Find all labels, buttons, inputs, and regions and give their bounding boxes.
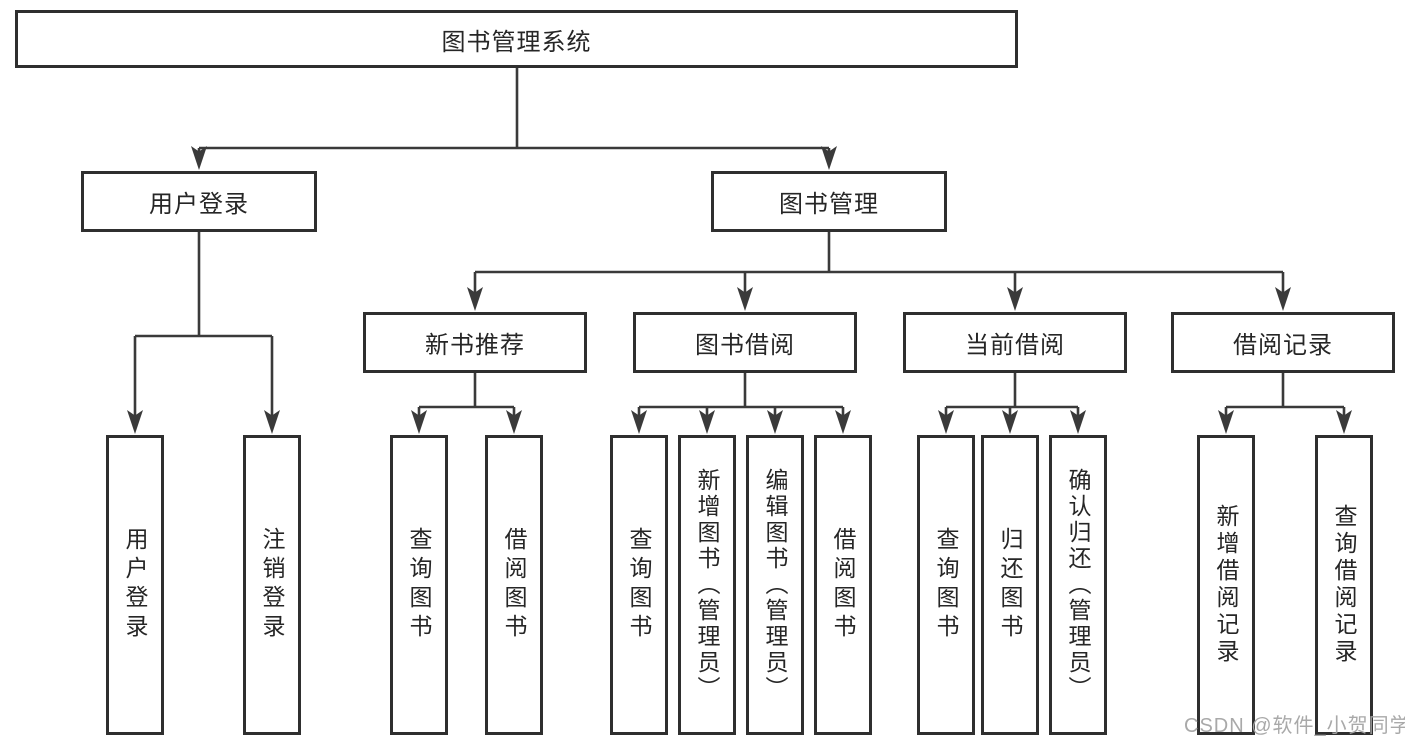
leaf-newbook-query-label: 查询图书 xyxy=(406,527,432,643)
leaf-current-query-label: 查询图书 xyxy=(933,527,959,643)
csdn-watermark: CSDN @软件_小贺同学 xyxy=(1184,715,1405,737)
leaf-user-login-label: 用户登录 xyxy=(122,527,148,643)
leaf-return-book: 归还图书 xyxy=(981,435,1039,735)
leaf-borrow-query: 查询图书 xyxy=(610,435,668,735)
node-book-borrowing: 图书借阅 xyxy=(633,312,857,373)
node-user-login: 用户登录 xyxy=(81,171,317,232)
leaf-confirm-return-admin: 确认归还（管理员） xyxy=(1049,435,1107,735)
leaf-newbook-query: 查询图书 xyxy=(390,435,448,735)
leaf-query-borrow-record-label: 查询借阅记录 xyxy=(1331,504,1357,666)
node-user-login-label: 用户登录 xyxy=(149,191,249,218)
node-library-system: 图书管理系统 xyxy=(15,10,1018,68)
node-new-book-recommend: 新书推荐 xyxy=(363,312,587,373)
arrowheads xyxy=(127,146,1352,434)
node-new-book-recommend-label: 新书推荐 xyxy=(425,332,525,359)
leaf-borrow-edit-admin: 编辑图书（管理员） xyxy=(746,435,804,735)
leaf-borrow-book: 借阅图书 xyxy=(814,435,872,735)
leaf-logout-label: 注销登录 xyxy=(259,527,285,643)
leaf-add-borrow-record: 新增借阅记录 xyxy=(1197,435,1255,735)
leaf-borrow-query-label: 查询图书 xyxy=(626,527,652,643)
node-borrow-records-label: 借阅记录 xyxy=(1233,332,1333,359)
node-borrow-records: 借阅记录 xyxy=(1171,312,1395,373)
leaf-current-query: 查询图书 xyxy=(917,435,975,735)
leaf-logout: 注销登录 xyxy=(243,435,301,735)
leaf-borrow-add-admin-label: 新增图书（管理员） xyxy=(694,468,720,702)
leaf-return-book-label: 归还图书 xyxy=(997,527,1023,643)
leaf-borrow-edit-admin-label: 编辑图书（管理员） xyxy=(762,468,788,702)
node-library-system-label: 图书管理系统 xyxy=(441,28,592,56)
leaf-add-borrow-record-label: 新增借阅记录 xyxy=(1213,504,1239,666)
leaf-newbook-borrow: 借阅图书 xyxy=(485,435,543,735)
node-current-borrowing-label: 当前借阅 xyxy=(965,332,1065,359)
leaf-newbook-borrow-label: 借阅图书 xyxy=(501,527,527,643)
node-book-management: 图书管理 xyxy=(711,171,947,232)
leaf-user-login: 用户登录 xyxy=(106,435,164,735)
leaf-borrow-add-admin: 新增图书（管理员） xyxy=(678,435,736,735)
node-book-borrowing-label: 图书借阅 xyxy=(695,332,795,359)
node-current-borrowing: 当前借阅 xyxy=(903,312,1127,373)
leaf-confirm-return-admin-label: 确认归还（管理员） xyxy=(1065,468,1091,702)
node-book-management-label: 图书管理 xyxy=(779,191,879,218)
leaf-borrow-book-label: 借阅图书 xyxy=(830,527,856,643)
leaf-query-borrow-record: 查询借阅记录 xyxy=(1315,435,1373,735)
